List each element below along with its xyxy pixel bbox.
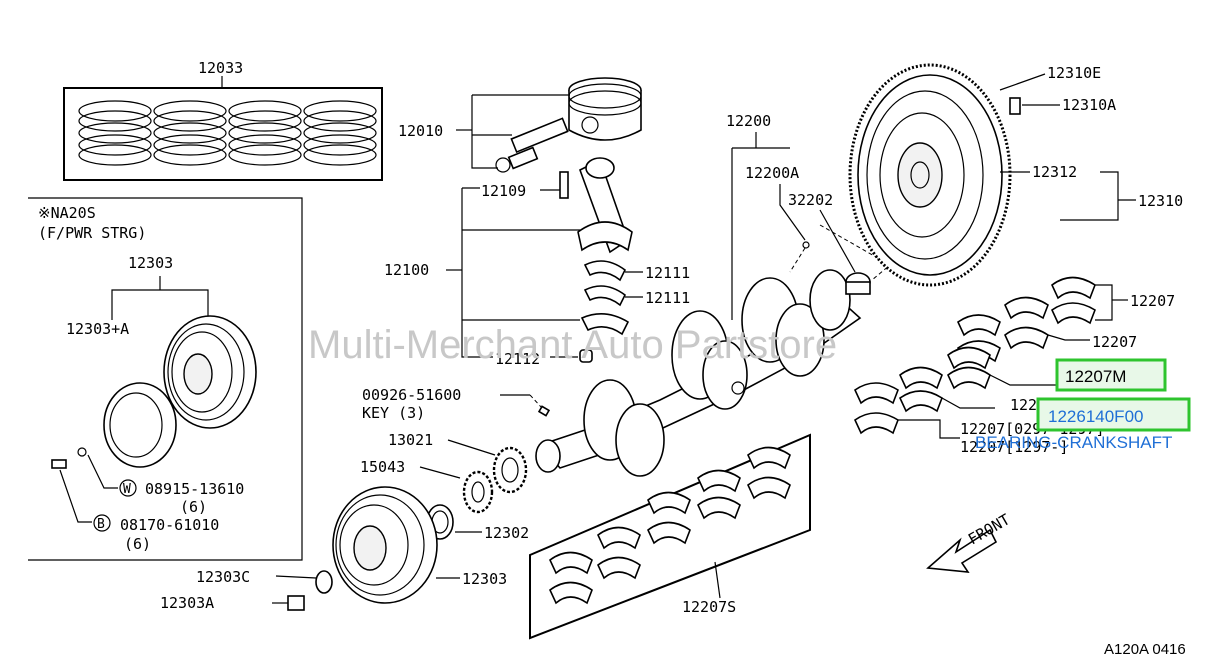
oil-pump-gear xyxy=(462,470,494,514)
label-12302[interactable]: 12302 xyxy=(484,524,529,542)
bearing-set-drawing xyxy=(549,446,791,605)
highlight-part-number-text: 1226140F00 xyxy=(1048,407,1143,426)
watermark: Multi-Merchant Auto Partstore xyxy=(308,323,837,367)
inset-label-12303-plus-a[interactable]: 12303+A xyxy=(66,320,129,338)
inset-label-08170[interactable]: 08170-61010 xyxy=(120,516,219,534)
label-15043[interactable]: 15043 xyxy=(360,458,405,476)
label-12111-upper[interactable]: 12111 xyxy=(645,264,690,282)
highlight-12207m-text: 12207M xyxy=(1065,367,1126,386)
label-12200a[interactable]: 12200A xyxy=(745,164,799,182)
key-part xyxy=(537,405,551,417)
main-bearings-drawing xyxy=(853,276,1096,435)
inset-bolt-callout[interactable]: B xyxy=(93,514,111,532)
inset-label-08170-qty: (6) xyxy=(124,535,151,553)
label-12207-5[interactable]: 12207[1297-] xyxy=(960,438,1068,456)
part-description-link[interactable]: BEARING-CRANKSHAFT xyxy=(975,433,1172,452)
label-12312[interactable]: 12312 xyxy=(1032,163,1077,181)
piston-ring-set[interactable] xyxy=(63,76,383,181)
label-32202[interactable]: 32202 xyxy=(788,191,833,209)
label-12010[interactable]: 12010 xyxy=(398,122,443,140)
inset-pulley xyxy=(51,315,257,469)
pulley-washer xyxy=(315,570,333,594)
label-12111-lower[interactable]: 12111 xyxy=(645,289,690,307)
bolt-mark: B xyxy=(97,517,105,532)
pulley-bolt xyxy=(272,595,305,611)
label-12033[interactable]: 12033 xyxy=(198,59,243,77)
piston-rings-drawing xyxy=(78,100,377,166)
label-13021[interactable]: 13021 xyxy=(388,431,433,449)
label-key: KEY (3) xyxy=(362,404,425,422)
diagram-ref-code: A120A 0416 xyxy=(1104,641,1186,658)
label-12303-main[interactable]: 12303 xyxy=(462,570,507,588)
inset-title-line2: (F/PWR STRG) xyxy=(38,224,146,242)
inset-title-line1: ※NA20S xyxy=(38,204,96,222)
inset-washer-callout[interactable]: W xyxy=(119,479,137,497)
label-12207-2[interactable]: 12207 xyxy=(1092,333,1137,351)
flywheel-drawing xyxy=(848,63,1021,287)
highlight-part-number[interactable]: 1226140F00 xyxy=(1036,397,1191,432)
conrod-drawing xyxy=(559,157,633,363)
crank-pulley xyxy=(332,486,438,604)
label-12100[interactable]: 12100 xyxy=(384,261,429,279)
piston-drawing xyxy=(495,77,642,173)
front-arrow-icon xyxy=(926,528,998,573)
washer-mark: W xyxy=(123,482,131,497)
label-12207s[interactable]: 12207S xyxy=(682,598,736,616)
label-12310[interactable]: 12310 xyxy=(1138,192,1183,210)
pilot-bushing xyxy=(845,272,871,295)
inset-frame xyxy=(28,197,303,561)
crank-sprocket xyxy=(492,446,528,494)
highlight-12207m[interactable]: 12207M xyxy=(1055,358,1167,392)
label-12200[interactable]: 12200 xyxy=(726,112,771,130)
inset-label-08915[interactable]: 08915-13610 xyxy=(145,480,244,498)
inset-label-08915-qty: (6) xyxy=(180,498,207,516)
label-12310a[interactable]: 12310A xyxy=(1062,96,1116,114)
crankshaft-drawing xyxy=(535,269,862,477)
label-12207-1[interactable]: 12207 xyxy=(1130,292,1175,310)
label-12310e[interactable]: 12310E xyxy=(1047,64,1101,82)
inset-label-12303[interactable]: 12303 xyxy=(128,254,173,272)
label-12112[interactable]: 12112 xyxy=(495,350,540,368)
label-12303a[interactable]: 12303A xyxy=(160,594,214,612)
label-00926[interactable]: 00926-51600 xyxy=(362,386,461,404)
label-12109[interactable]: 12109 xyxy=(481,182,526,200)
label-12303c[interactable]: 12303C xyxy=(196,568,250,586)
